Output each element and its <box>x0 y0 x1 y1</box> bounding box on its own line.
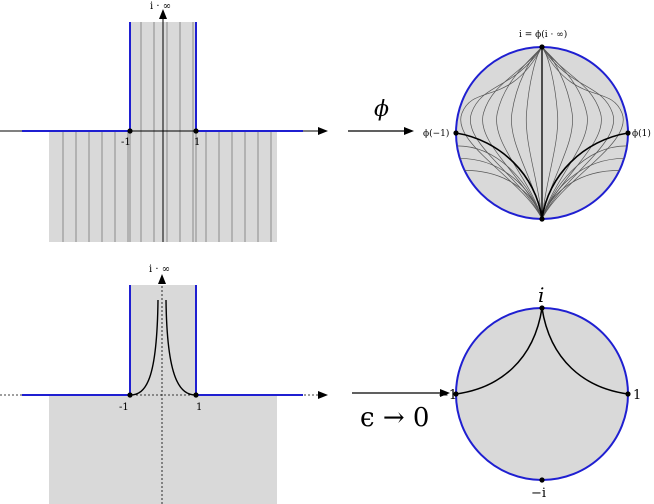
point-left <box>453 130 459 136</box>
y-axis-arrow <box>158 274 166 284</box>
curve-left <box>129 299 159 396</box>
image-curve <box>464 170 543 220</box>
top-point-label: i = ϕ(i · ∞) <box>519 29 567 40</box>
curve-right <box>165 299 197 396</box>
bottom-point-label: −i <box>531 486 546 501</box>
vertical-lines <box>62 22 272 242</box>
bottom-left-domain: -1 1 i · ∞ <box>0 264 328 504</box>
arc-left <box>455 307 543 395</box>
disk <box>455 307 629 481</box>
top-left-domain: -1 1 i · ∞ <box>0 1 328 242</box>
point-right <box>625 391 631 397</box>
y-axis-arrow <box>159 9 167 19</box>
image-curve <box>541 46 559 220</box>
top-map-arrow: ϕ <box>348 97 414 135</box>
domain-boundary <box>22 22 131 132</box>
image-curve <box>541 46 615 220</box>
arc-right <box>541 307 629 395</box>
x-axis-arrow <box>318 127 328 135</box>
point-pos1 <box>193 128 199 134</box>
bottom-map-arrow: ϵ → 0 <box>352 389 450 433</box>
point-neg1 <box>127 392 133 398</box>
bottom-strip-region <box>130 285 196 395</box>
image-curves <box>456 46 628 220</box>
right-point-label: ϕ(1) <box>632 128 651 139</box>
point-bottom <box>539 477 545 483</box>
point-bottom <box>539 216 545 222</box>
infinity-label: i · ∞ <box>149 264 170 275</box>
point-neg1 <box>127 128 133 134</box>
tick-label-pos1: 1 <box>194 137 200 148</box>
point-pos1 <box>193 392 199 398</box>
x-axis-arrow <box>318 391 328 399</box>
top-point-label: i <box>538 283 544 307</box>
bottom-right-disk: i −1 1 −i <box>438 283 641 501</box>
domain-boundary-right <box>195 22 303 132</box>
point-top <box>539 44 545 50</box>
image-curve <box>541 170 620 220</box>
domain-boundary-right <box>195 285 303 396</box>
image-curve <box>469 46 543 220</box>
limit-label: ϵ → 0 <box>360 403 429 433</box>
left-point-label: −1 <box>438 388 457 403</box>
top-right-disk: i = ϕ(i · ∞) ϕ(−1) ϕ(1) <box>423 29 651 222</box>
tick-label-neg1: -1 <box>119 402 129 413</box>
point-left <box>453 391 459 397</box>
point-right <box>625 130 631 136</box>
right-point-label: 1 <box>633 388 641 403</box>
image-curve <box>525 46 543 220</box>
phi-label: ϕ <box>374 97 389 122</box>
boundary-image-left <box>455 132 543 220</box>
domain-boundary <box>22 285 131 396</box>
tick-label-neg1: -1 <box>121 137 131 148</box>
left-point-label: ϕ(−1) <box>423 128 449 139</box>
boundary-image-right <box>541 132 629 220</box>
point-top <box>539 305 545 311</box>
bottom-lower-region <box>49 395 277 504</box>
infinity-label: i · ∞ <box>150 1 171 12</box>
tick-label-pos1: 1 <box>196 402 202 413</box>
